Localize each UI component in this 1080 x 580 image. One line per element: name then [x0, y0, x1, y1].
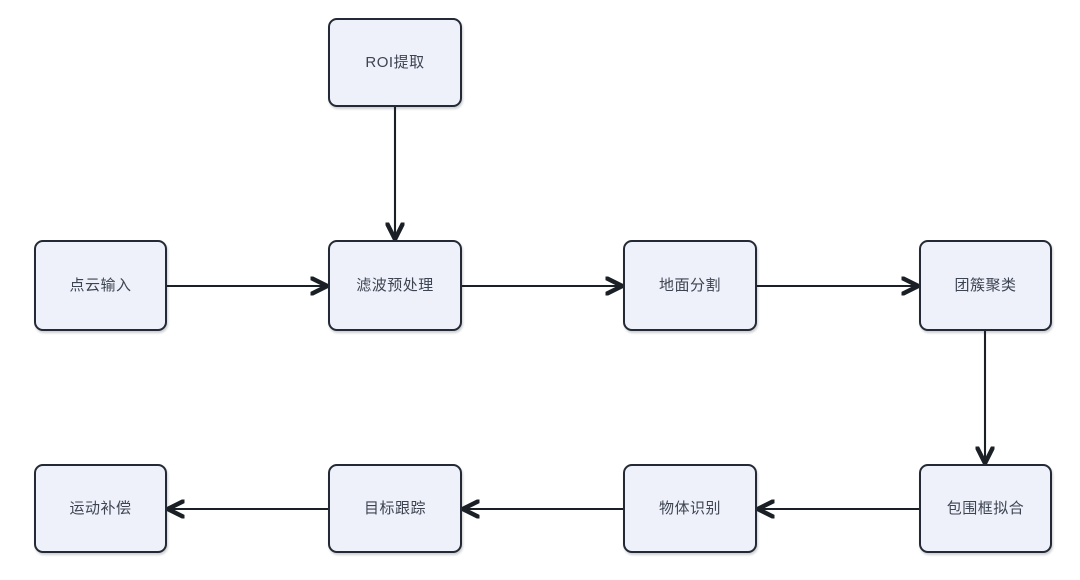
node-label-track: 目标跟踪: [363, 499, 426, 517]
node-motion[interactable]: 运动补偿: [34, 464, 167, 553]
node-label-ground: 地面分割: [658, 276, 721, 294]
node-cluster[interactable]: 团簇聚类: [919, 240, 1052, 331]
node-recognize[interactable]: 物体识别: [623, 464, 757, 553]
node-bbox[interactable]: 包围框拟合: [919, 464, 1052, 553]
node-label-input: 点云输入: [69, 276, 132, 294]
node-track[interactable]: 目标跟踪: [328, 464, 462, 553]
node-label-recognize: 物体识别: [658, 499, 721, 517]
node-ground[interactable]: 地面分割: [623, 240, 757, 331]
node-label-motion: 运动补偿: [69, 499, 132, 517]
node-label-filter: 滤波预处理: [356, 276, 434, 294]
node-label-bbox: 包围框拟合: [946, 499, 1025, 517]
node-roi[interactable]: ROI提取: [328, 18, 462, 107]
node-input[interactable]: 点云输入: [34, 240, 167, 331]
node-label-cluster: 团簇聚类: [954, 276, 1017, 294]
node-filter[interactable]: 滤波预处理: [328, 240, 462, 331]
node-label-roi: ROI提取: [365, 53, 425, 71]
